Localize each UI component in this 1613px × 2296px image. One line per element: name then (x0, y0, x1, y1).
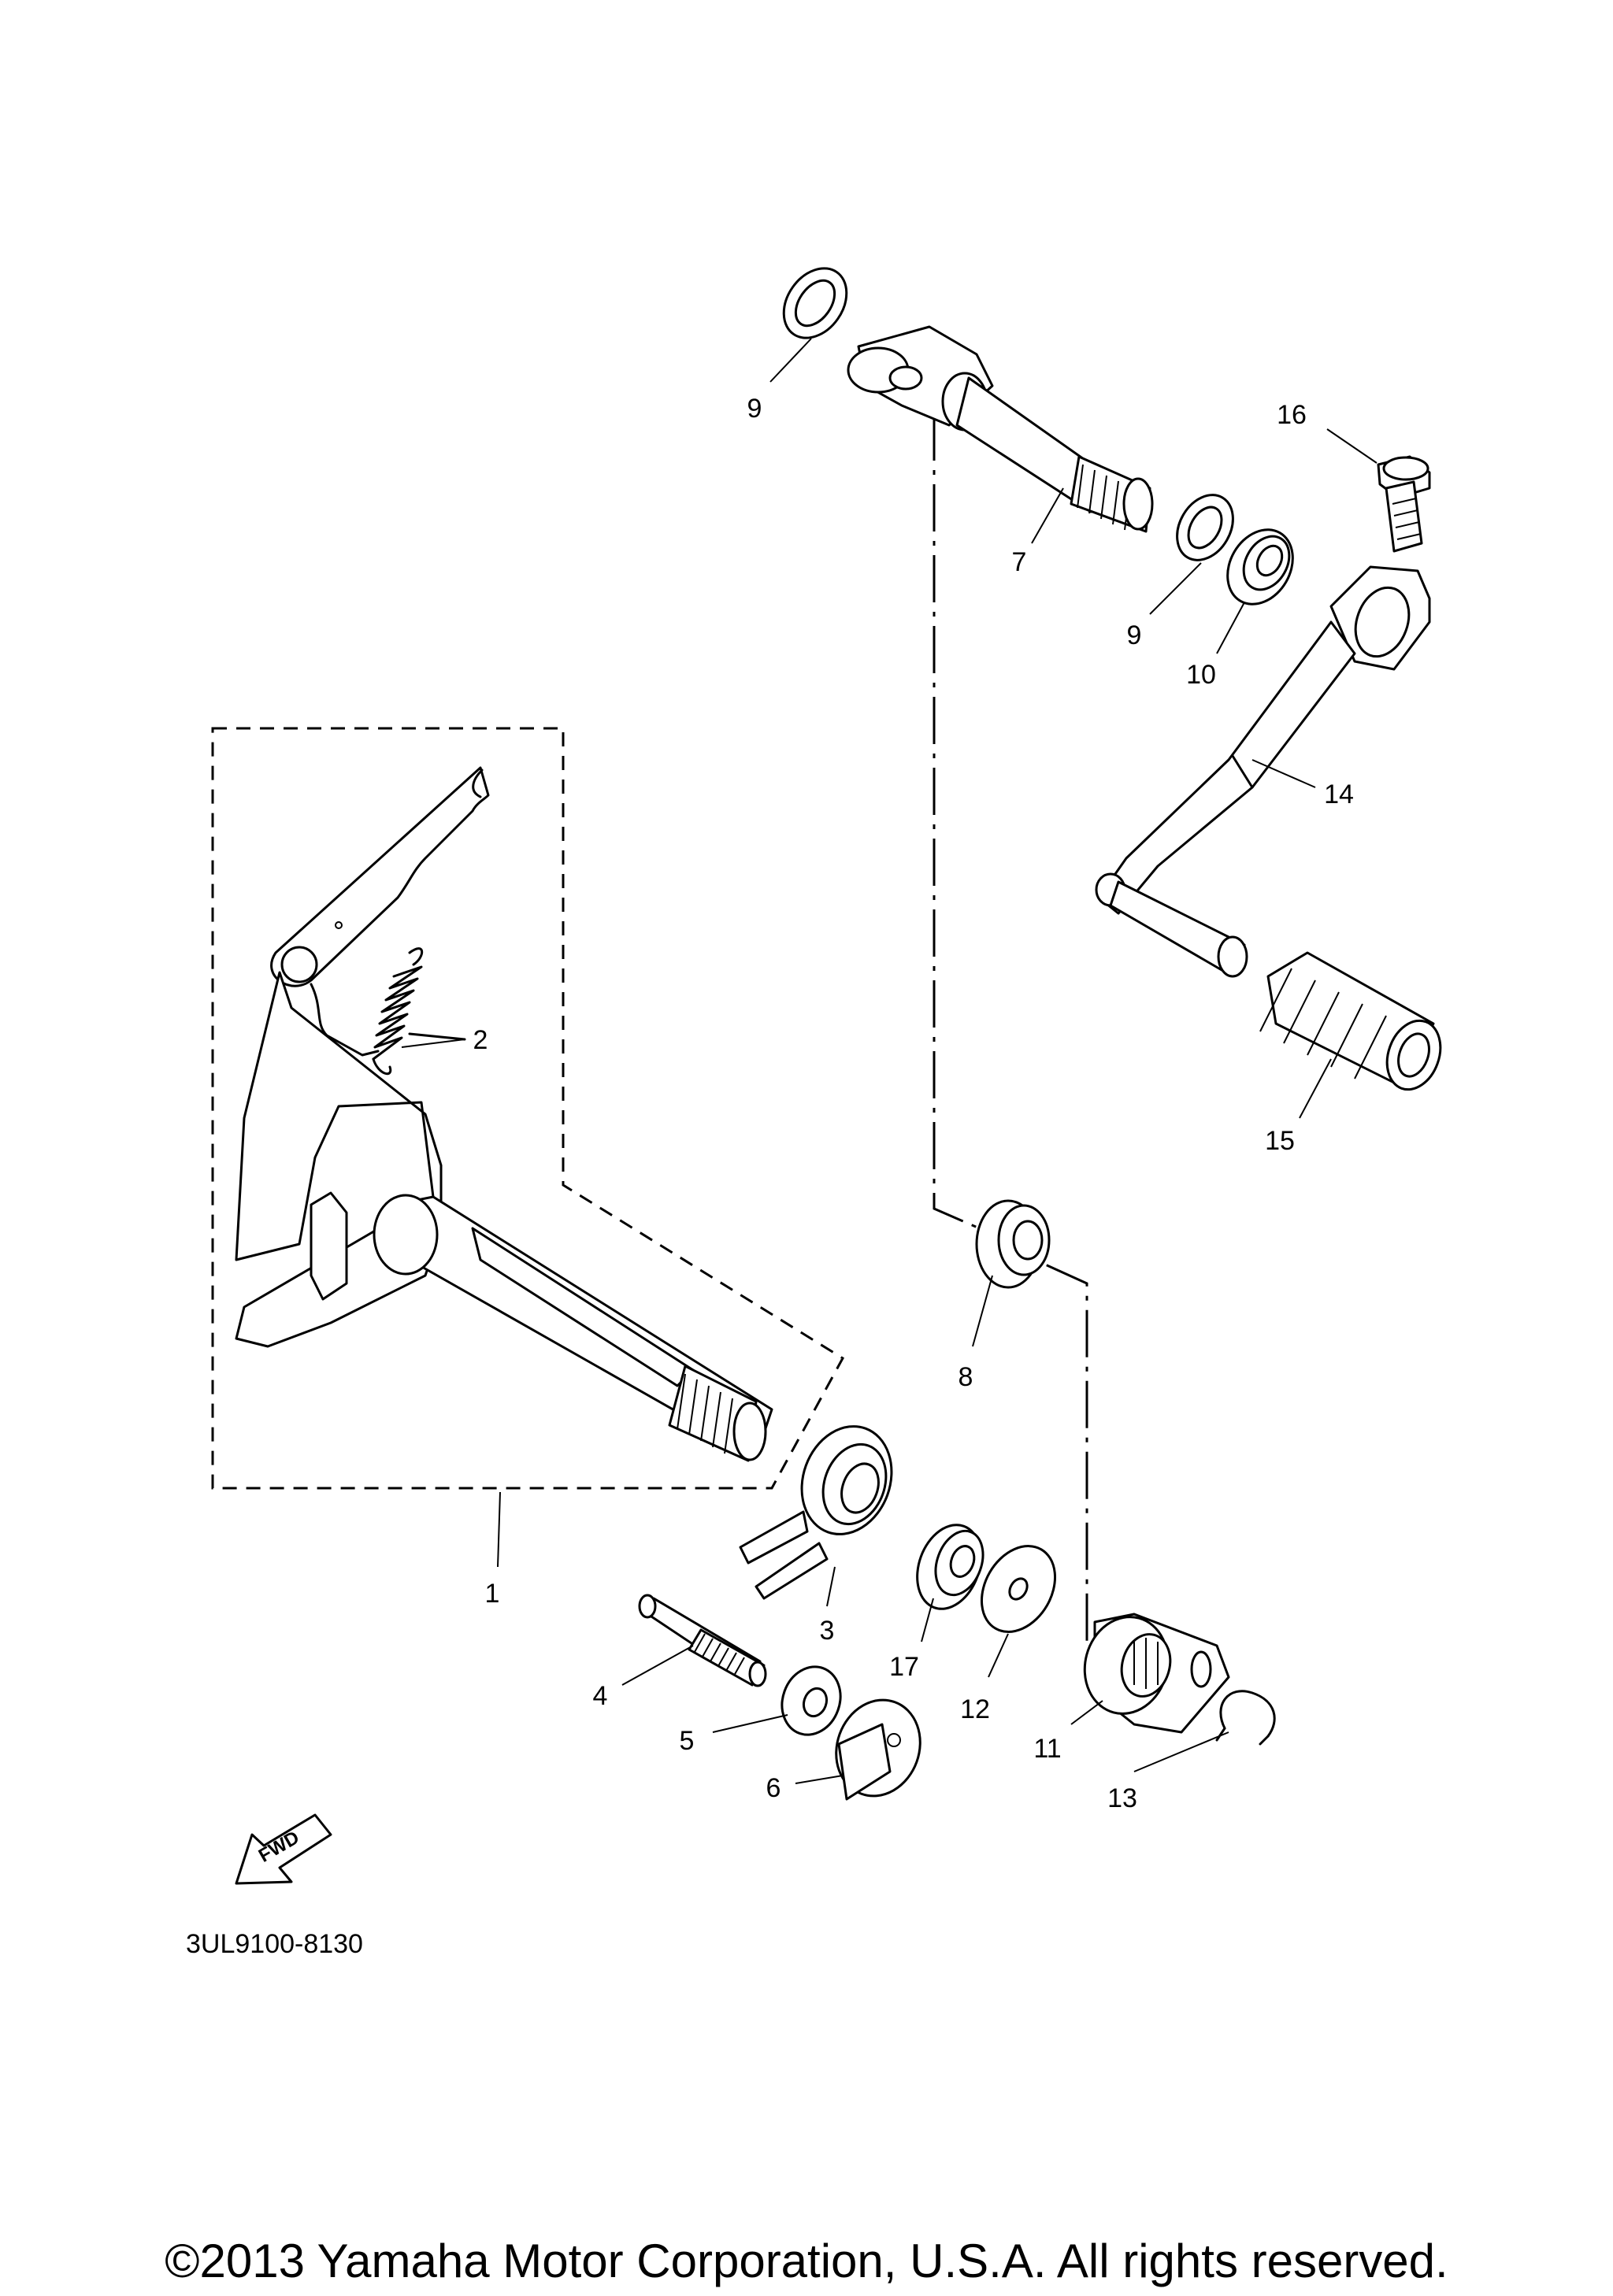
callout-label-3: 3 (820, 1616, 835, 1646)
part-shift-arm-shaft (847, 325, 1154, 533)
part-torsion-spring-3 (739, 1425, 893, 1600)
callout-label-10: 10 (1186, 660, 1216, 690)
copyright-notice: ©2013 Yamaha Motor Corporation, U.S.A. A… (165, 2235, 1448, 2287)
callout-label-11: 11 (1033, 1734, 1061, 1764)
part-stopper-bolt-4 (638, 1594, 767, 1687)
callout-label-9-lower: 9 (1127, 620, 1142, 650)
part-lock-washer-6 (835, 1698, 921, 1801)
callout-label-15: 15 (1265, 1126, 1295, 1156)
assembly-box-outline (211, 727, 844, 1490)
part-oil-seal-17 (916, 1524, 984, 1610)
diagram-code: 3UL9100-8130 (186, 1929, 363, 1959)
callout-label-13: 13 (1107, 1783, 1137, 1813)
callout-label-17: 17 (889, 1652, 919, 1682)
part-washer-9-top (782, 267, 848, 339)
part-shift-pedal-14 (1095, 565, 1431, 978)
part-foot-rubber-15 (1259, 951, 1442, 1091)
part-spring (372, 947, 466, 1076)
part-oil-seal-10 (1226, 528, 1294, 605)
fwd-arrow-icon: FWD (235, 1813, 332, 1885)
callout-label-7: 7 (1012, 547, 1027, 577)
part-nut-5 (781, 1665, 842, 1736)
part-shift-shaft-assembly (235, 766, 773, 1462)
callout-label-14: 14 (1324, 780, 1354, 809)
callout-label-12: 12 (960, 1694, 990, 1724)
callout-label-4: 4 (593, 1681, 608, 1711)
part-collar-8 (975, 1199, 1051, 1289)
part-bolt-16 (1377, 455, 1431, 553)
callout-label-16: 16 (1277, 400, 1307, 430)
callout-label-9-top: 9 (747, 394, 762, 424)
callout-label-8: 8 (959, 1362, 973, 1392)
leader-lines (401, 338, 1378, 1784)
part-washer-12 (980, 1545, 1057, 1633)
part-washer-9-lower (1176, 494, 1234, 561)
callout-label-5: 5 (680, 1726, 695, 1756)
callout-label-6: 6 (766, 1773, 781, 1803)
center-line-shift-shaft (933, 413, 1088, 1646)
part-circlip-13 (1215, 1690, 1276, 1746)
callout-label-1: 1 (485, 1579, 500, 1609)
part-shift-lever-11 (1083, 1613, 1230, 1734)
callout-label-2: 2 (473, 1025, 488, 1055)
